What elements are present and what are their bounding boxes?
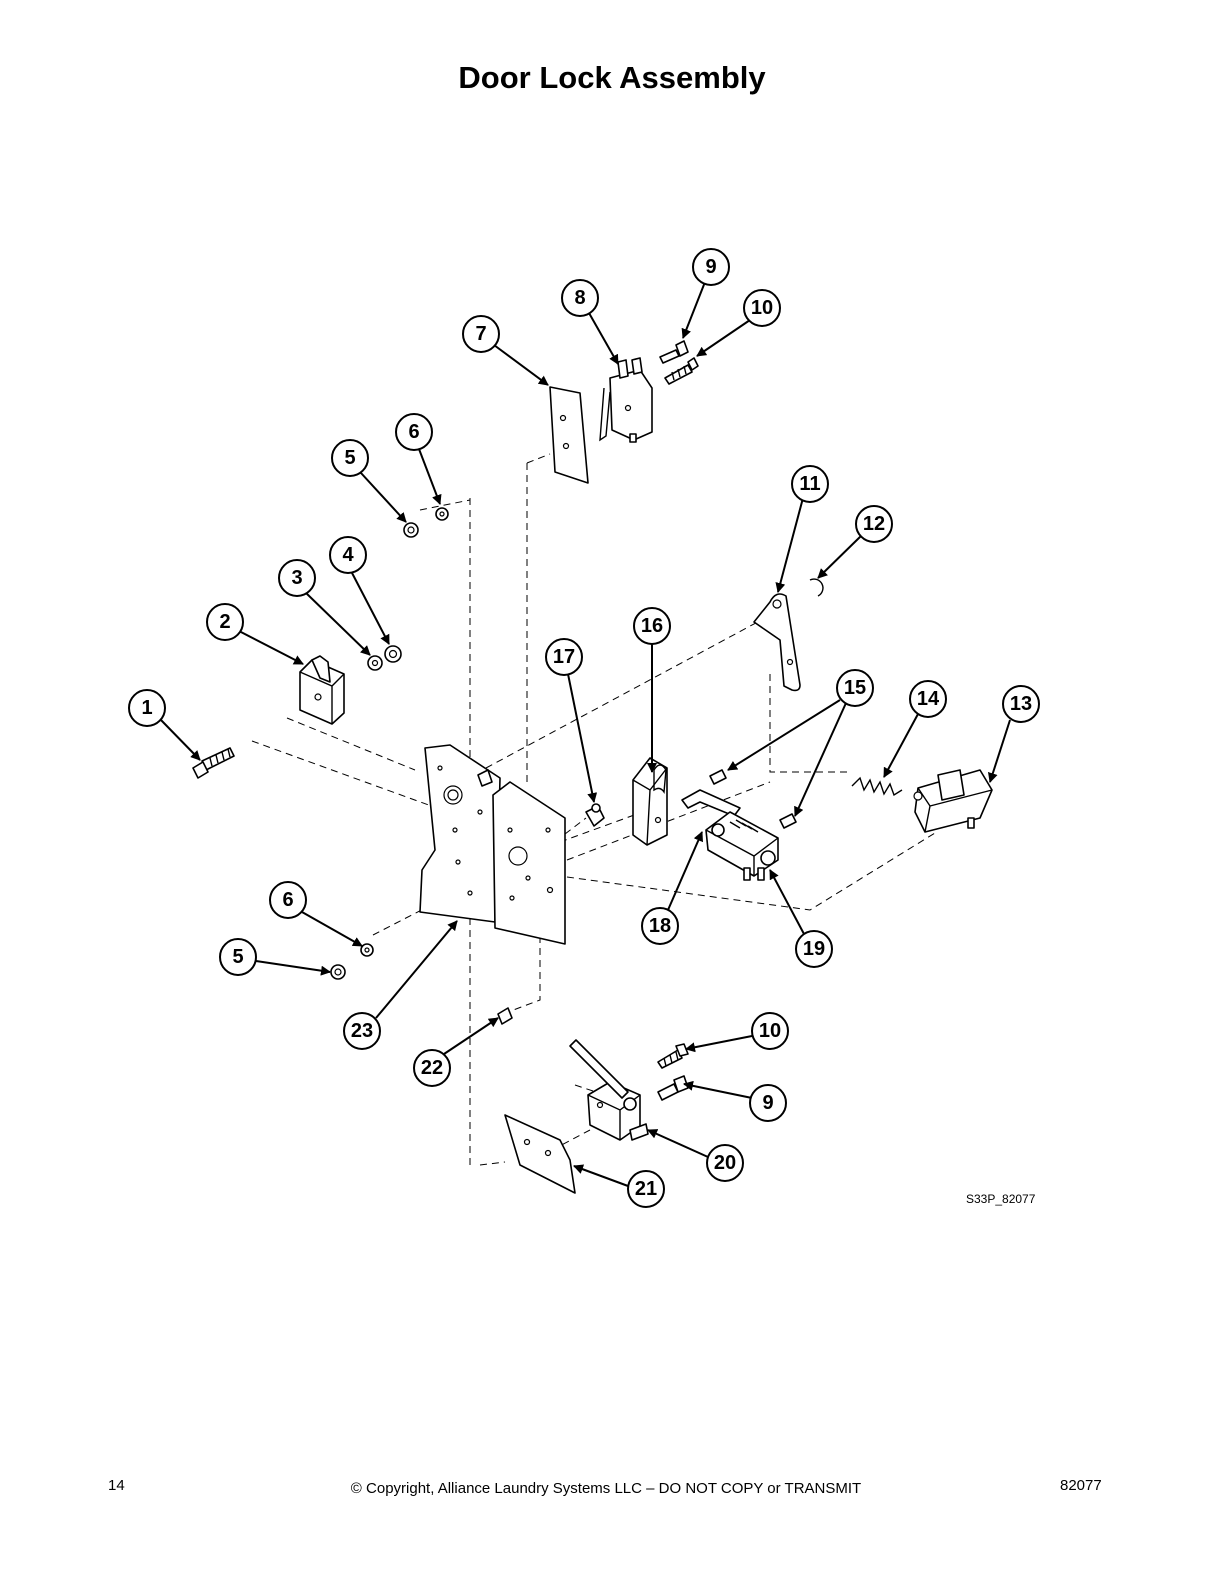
svg-text:2: 2 — [219, 611, 230, 633]
svg-text:5: 5 — [344, 447, 355, 469]
part-12-e-clip — [809, 578, 824, 597]
svg-text:4: 4 — [342, 544, 354, 566]
part-14-spring — [851, 776, 903, 797]
svg-text:17: 17 — [553, 646, 575, 668]
svg-text:23: 23 — [351, 1020, 373, 1042]
svg-text:12: 12 — [863, 513, 885, 535]
part-6-star-washer-lower — [360, 943, 374, 957]
svg-text:6: 6 — [408, 421, 419, 443]
part-23-mounting-plate-front — [492, 781, 566, 945]
svg-text:16: 16 — [641, 615, 663, 637]
callout-17: 17 — [545, 638, 583, 676]
svg-text:6: 6 — [282, 889, 293, 911]
svg-text:10: 10 — [751, 297, 773, 319]
svg-text:20: 20 — [714, 1152, 736, 1174]
callout-9-lower: 9 — [749, 1084, 787, 1122]
callout-14: 14 — [909, 680, 947, 718]
callout-10-lower: 10 — [751, 1012, 789, 1050]
callout-3: 3 — [278, 559, 316, 597]
part-1-hex-bolt — [192, 747, 235, 779]
part-3-star-washer — [367, 655, 383, 671]
callout-15: 15 — [836, 669, 874, 707]
part-6-star-washer-upper — [435, 507, 449, 521]
svg-text:21: 21 — [635, 1178, 657, 1200]
callout-10-upper: 10 — [743, 289, 781, 327]
callout-21: 21 — [627, 1170, 665, 1208]
part-16-bracket — [632, 757, 668, 846]
svg-text:5: 5 — [232, 946, 243, 968]
page-number: 14 — [108, 1477, 125, 1494]
page-title: Door Lock Assembly — [458, 60, 766, 95]
callout-9-upper: 9 — [692, 248, 730, 286]
part-23-mounting-plate-back — [419, 744, 501, 923]
svg-text:8: 8 — [574, 287, 585, 309]
svg-text:18: 18 — [649, 915, 671, 937]
part-5-nut-lower — [330, 964, 346, 980]
callout-16: 16 — [633, 607, 671, 645]
callout-1: 1 — [128, 689, 166, 727]
copyright-notice: © Copyright, Alliance Laundry Systems LL… — [350, 1480, 862, 1497]
callout-4: 4 — [329, 536, 367, 574]
callout-19: 19 — [795, 930, 833, 968]
callout-11: 11 — [791, 465, 829, 503]
svg-text:22: 22 — [421, 1057, 443, 1079]
part-19-switch-middle — [705, 811, 779, 881]
callout-6-upper: 6 — [395, 413, 433, 451]
part-7-insulator-plate — [549, 386, 589, 484]
part-10-screw-upper — [664, 357, 699, 385]
svg-text:9: 9 — [705, 256, 716, 278]
svg-text:7: 7 — [475, 323, 486, 345]
part-22-screw — [497, 1007, 513, 1025]
drawing-code: S33P_82077 — [966, 1192, 1036, 1206]
part-21-insulator-plate-lower — [504, 1114, 576, 1194]
part-13-solenoid — [913, 769, 993, 833]
callout-12: 12 — [855, 505, 893, 543]
part-20-switch-lower — [569, 1039, 649, 1141]
svg-text:10: 10 — [759, 1020, 781, 1042]
svg-text:3: 3 — [291, 567, 302, 589]
part-9-screw-lower — [657, 1075, 689, 1101]
part-8-switch-upper — [599, 357, 653, 443]
part-15-screw-b — [779, 813, 797, 829]
callout-13: 13 — [1002, 685, 1040, 723]
part-15-screw-a — [709, 769, 727, 785]
part-9-screw-upper — [659, 340, 689, 364]
svg-text:11: 11 — [799, 473, 820, 495]
callout-2: 2 — [206, 603, 244, 641]
svg-text:14: 14 — [917, 688, 940, 710]
part-11-lever-arm — [753, 593, 801, 692]
svg-text:9: 9 — [762, 1092, 773, 1114]
callout-5-lower: 5 — [219, 938, 257, 976]
part-2-bracket-block — [299, 655, 345, 725]
part-17-plunger-tip — [585, 803, 605, 827]
callout-8: 8 — [561, 279, 599, 317]
callout-5-upper: 5 — [331, 439, 369, 477]
callout-22: 22 — [413, 1049, 451, 1087]
svg-text:13: 13 — [1010, 693, 1032, 715]
svg-text:1: 1 — [141, 697, 152, 719]
leader-lines — [159, 281, 1011, 1187]
part-4-nut — [384, 645, 402, 663]
callout-20: 20 — [706, 1144, 744, 1182]
svg-text:19: 19 — [803, 938, 825, 960]
callout-7: 7 — [462, 315, 500, 353]
callout-6-lower: 6 — [269, 881, 307, 919]
callout-23: 23 — [343, 1012, 381, 1050]
part-5-nut-upper — [403, 522, 419, 538]
svg-text:15: 15 — [844, 677, 866, 699]
callout-18: 18 — [641, 907, 679, 945]
part-10-screw-lower — [657, 1043, 689, 1069]
document-number: 82077 — [1060, 1477, 1102, 1494]
